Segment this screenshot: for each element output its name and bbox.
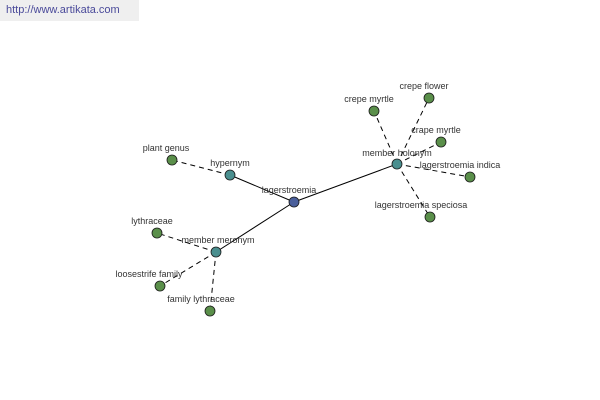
node-label-lagerstroemia-speciosa: lagerstroemia speciosa — [375, 200, 468, 210]
node-hypernym[interactable] — [224, 169, 236, 181]
node-label-hypernym: hypernym — [210, 158, 250, 168]
graph-labels: lagerstroemia hypernym member holonym membe… — [115, 81, 500, 304]
node-crepe-flower[interactable] — [423, 92, 435, 104]
edge-holonym-crepe-myrtle-1 — [373, 110, 398, 165]
node-label-plant-genus: plant genus — [143, 143, 190, 153]
edge-holonym-lagerstroemia-speciosa — [396, 163, 431, 218]
node-loosestrife-family[interactable] — [154, 280, 166, 292]
node-label-crape-myrtle: crape myrtle — [411, 125, 461, 135]
edge-holonym-crepe-flower — [396, 97, 430, 165]
edge-center-meronym — [215, 201, 295, 253]
node-family-lythraceae[interactable] — [204, 305, 216, 317]
node-plant-genus[interactable] — [166, 154, 178, 166]
node-label-center: lagerstroemia — [262, 185, 317, 195]
node-holonym[interactable] — [391, 158, 403, 170]
edge-meronym-lythraceae — [156, 232, 217, 253]
node-crape-myrtle[interactable] — [435, 136, 447, 148]
edge-holonym-crape-myrtle — [396, 141, 442, 165]
node-center[interactable] — [288, 196, 300, 208]
graph-edges — [156, 97, 471, 312]
edge-hypernym-plant-genus — [171, 159, 231, 176]
edge-holonym-lagerstroemia-indica — [396, 163, 471, 178]
node-lagerstroemia-indica[interactable] — [464, 171, 476, 183]
graph-nodes — [151, 92, 476, 317]
node-lythraceae[interactable] — [151, 227, 163, 239]
node-meronym[interactable] — [210, 246, 222, 258]
node-label-holonym: member holonym — [362, 148, 432, 158]
node-label-meronym: member meronym — [181, 235, 254, 245]
node-label-crepe-myrtle-1: crepe myrtle — [344, 94, 394, 104]
watermark-url: http://www.artikata.com — [6, 4, 120, 16]
node-label-lagerstroemia-indica: lagerstroemia indica — [420, 160, 501, 170]
node-crepe-myrtle-1[interactable] — [368, 105, 380, 117]
edge-meronym-loosestrife-family — [159, 251, 217, 287]
node-label-family-lythraceae: family lythraceae — [167, 294, 235, 304]
node-lagerstroemia-speciosa[interactable] — [424, 211, 436, 223]
watermark-bar: http://www.artikata.com — [0, 0, 139, 21]
edge-center-hypernym — [229, 174, 295, 203]
edge-center-holonym — [293, 163, 398, 203]
edge-meronym-family-lythraceae — [209, 251, 217, 312]
node-label-lythraceae: lythraceae — [131, 216, 173, 226]
node-label-crepe-flower: crepe flower — [399, 81, 448, 91]
node-label-loosestrife-family: loosestrife family — [115, 269, 183, 279]
